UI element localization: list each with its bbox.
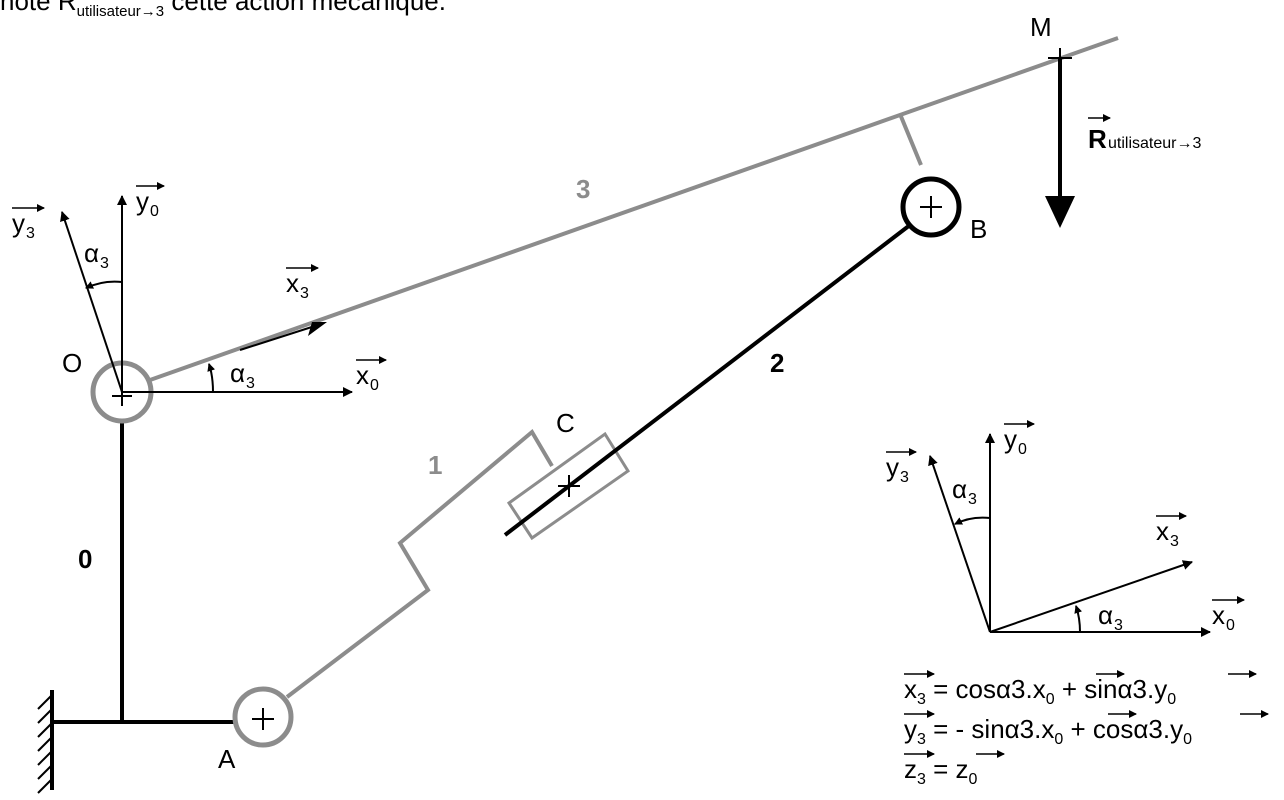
svg-text:R: R: [1088, 124, 1107, 154]
label-x0-frame: x 0: [1212, 596, 1245, 634]
label-y0-frame: y 0: [1004, 420, 1035, 458]
svg-text:y: y: [886, 452, 899, 482]
svg-text:3: 3: [300, 285, 309, 302]
svg-text:x: x: [1212, 600, 1225, 630]
point-c-cross: [558, 475, 580, 497]
caption-sub: utilisateur→3: [76, 3, 165, 21]
label-y3-frame: y 3: [886, 448, 917, 486]
x3-arrow-line: [239, 324, 319, 351]
svg-text:y: y: [136, 186, 149, 216]
label-part-0: 0: [78, 544, 92, 574]
part-0-frame: [52, 422, 236, 724]
svg-text:3: 3: [26, 225, 35, 242]
svg-text:0: 0: [150, 203, 159, 220]
svg-text:y3 = - sinα3.x0 + cosα3.y0: y3 = - sinα3.x0 + cosα3.y0: [904, 714, 1192, 748]
force-arrow: [1045, 58, 1075, 228]
svg-text:α: α: [1098, 600, 1113, 630]
label-point-c: C: [556, 408, 575, 438]
frame-diagram: [928, 433, 1211, 637]
label-alpha3-upper-frame: α 3: [952, 474, 977, 508]
caption-text: note Rutilisateur→3 cette action mécaniq…: [0, 0, 446, 20]
label-x0-at-o: x 0: [356, 356, 387, 394]
pivot-b: [900, 176, 962, 238]
label-alpha3-lower-at-o: α 3: [230, 358, 255, 392]
part-1-arm: [285, 428, 631, 699]
label-x3-frame: x 3: [1156, 512, 1187, 550]
label-y3-at-o: y 3: [12, 204, 45, 242]
label-y0-at-o: y 0: [136, 182, 165, 220]
svg-text:x3 = cosα3.x0 + sinα3.y0: x3 = cosα3.x0 + sinα3.y0: [904, 674, 1176, 708]
label-alpha3-upper-at-o: α 3: [84, 238, 109, 272]
pivot-a: [232, 686, 294, 748]
label-part-2: 2: [770, 348, 784, 378]
part-3-arm: [149, 36, 1119, 382]
svg-text:α: α: [84, 238, 99, 268]
label-force-r: R utilisateur→3: [1088, 114, 1201, 154]
svg-text:x: x: [286, 268, 299, 298]
equation-2: y3 = - sinα3.x0 + cosα3.y0: [904, 710, 1269, 748]
ground-hatch: [37, 690, 54, 794]
svg-text:x: x: [1156, 516, 1169, 546]
frame-at-o: [60, 195, 353, 397]
label-point-b: B: [970, 214, 987, 244]
caption-suffix: cette action mécanique.: [164, 0, 446, 16]
svg-text:α: α: [230, 358, 245, 388]
svg-text:0: 0: [1226, 617, 1235, 634]
label-part-3: 3: [576, 174, 590, 204]
svg-text:0: 0: [1018, 441, 1027, 458]
svg-text:x: x: [356, 360, 369, 390]
caption-prefix: note R: [0, 0, 77, 16]
svg-text:3: 3: [968, 491, 977, 508]
label-point-o: O: [62, 348, 82, 378]
label-x3-at-o: x 3: [286, 264, 319, 302]
svg-text:z3 = z0: z3 = z0: [904, 754, 978, 788]
label-alpha3-lower-frame: α 3: [1098, 600, 1123, 634]
svg-text:3: 3: [246, 375, 255, 392]
equation-3: z3 = z0: [904, 750, 1005, 788]
label-point-a: A: [218, 744, 236, 774]
svg-text:y: y: [1004, 424, 1017, 454]
svg-text:3: 3: [1114, 617, 1123, 634]
x3-arrowhead: [308, 322, 327, 336]
svg-text:3: 3: [900, 469, 909, 486]
svg-text:3: 3: [1170, 533, 1179, 550]
part-2-rod: [503, 223, 912, 537]
svg-text:0: 0: [370, 377, 379, 394]
svg-text:3: 3: [100, 255, 109, 272]
svg-text:y: y: [12, 208, 25, 238]
svg-text:utilisateur→3: utilisateur→3: [1108, 135, 1201, 152]
label-point-m: M: [1030, 12, 1052, 42]
label-part-1: 1: [428, 450, 442, 480]
equation-1: x3 = cosα3.x0 + sinα3.y0: [904, 670, 1257, 708]
svg-text:α: α: [952, 474, 967, 504]
